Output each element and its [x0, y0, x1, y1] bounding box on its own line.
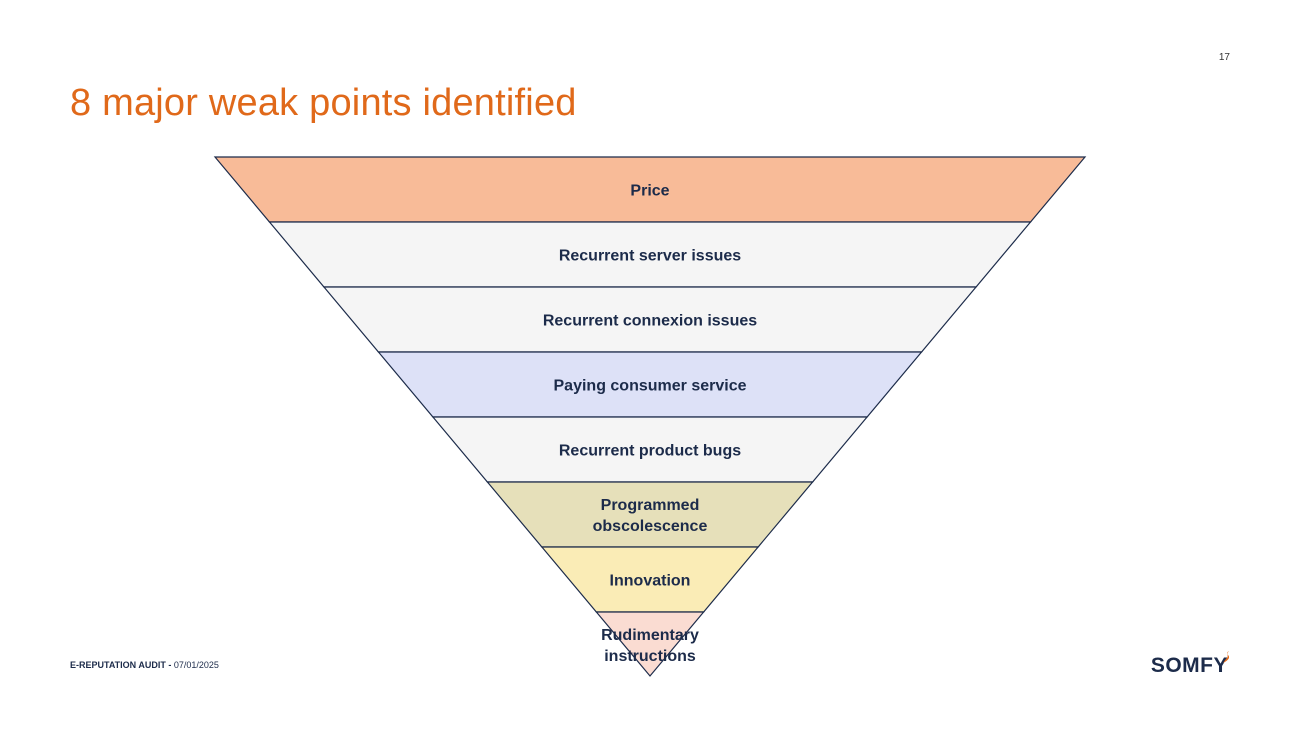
funnel-layer-label: Price — [630, 183, 669, 200]
footer-label: E-REPUTATION AUDIT - — [70, 660, 172, 670]
slide-title: 8 major weak points identified — [70, 82, 577, 124]
funnel-layer — [595, 611, 705, 677]
funnel-layer-label: Innovation — [610, 573, 691, 590]
funnel-layer — [486, 481, 814, 548]
logo-swoosh-icon — [1223, 651, 1230, 663]
funnel-layer-label: Paying consumer service — [554, 378, 747, 395]
funnel-layer-label: Recurrent product bugs — [559, 443, 741, 460]
logo-text: SOMFY — [1150, 654, 1228, 677]
funnel-layer-label: Recurrent connexion issues — [543, 313, 757, 330]
footer: E-REPUTATION AUDIT - 07/01/2025 — [70, 660, 219, 670]
page-number: 17 — [1218, 52, 1230, 63]
footer-date: 07/01/2025 — [173, 660, 219, 670]
somfy-logo: SOMFY — [1151, 654, 1228, 678]
funnel-layer-label: Recurrent server issues — [559, 248, 741, 265]
